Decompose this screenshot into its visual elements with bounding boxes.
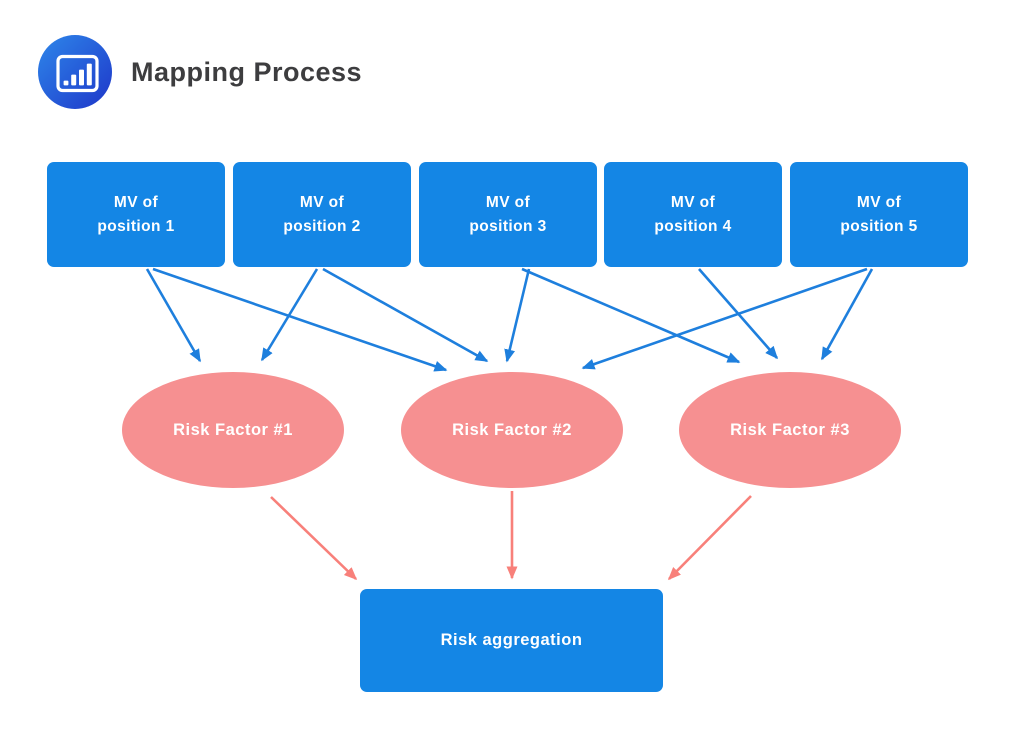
header: Mapping Process xyxy=(38,35,362,109)
node-label: position 5 xyxy=(840,217,918,235)
arrow-pos5-rf2 xyxy=(581,267,868,370)
arrow-pos3-rf2 xyxy=(504,268,531,363)
node-label: position 4 xyxy=(654,217,732,235)
node-label: MV of xyxy=(670,193,716,211)
node-pos4: MV of position 4 xyxy=(604,162,782,267)
node-label: MV of xyxy=(485,193,531,211)
arrow-rf1-agg xyxy=(270,496,358,581)
arrow-pos3-rf3 xyxy=(521,267,741,364)
arrow-pos4-rf3 xyxy=(698,268,778,360)
node-pos5: MV of position 5 xyxy=(790,162,968,267)
node-label: position 2 xyxy=(283,217,361,235)
node-risk-aggregation: Risk aggregation xyxy=(360,589,663,692)
node-label: Risk aggregation xyxy=(440,631,583,649)
node-label: Risk Factor #3 xyxy=(730,420,850,439)
node-pos1: MV of position 1 xyxy=(47,162,225,267)
node-rf2: Risk Factor #2 xyxy=(401,372,623,488)
node-label: Risk Factor #1 xyxy=(173,420,293,439)
node-label: MV of xyxy=(113,193,159,211)
node-rf3: Risk Factor #3 xyxy=(679,372,901,488)
node-label: Risk Factor #2 xyxy=(452,420,572,439)
arrow-pos2-rf2 xyxy=(322,267,489,363)
node-label: MV of xyxy=(856,193,902,211)
arrow-rf3-agg xyxy=(667,495,752,581)
node-label: position 1 xyxy=(97,217,175,235)
arrow-pos1-rf2 xyxy=(152,267,448,372)
arrow-pos5-rf3 xyxy=(820,268,874,361)
arrow-pos2-rf1 xyxy=(260,268,319,362)
arrow-pos1-rf1 xyxy=(145,268,202,363)
node-rf1: Risk Factor #1 xyxy=(122,372,344,488)
node-label: position 3 xyxy=(469,217,547,235)
node-label: MV of xyxy=(299,193,345,211)
page-title: Mapping Process xyxy=(131,56,363,87)
node-pos2: MV of position 2 xyxy=(233,162,411,267)
node-pos3: MV of position 3 xyxy=(419,162,597,267)
bar-chart-icon xyxy=(38,35,112,109)
